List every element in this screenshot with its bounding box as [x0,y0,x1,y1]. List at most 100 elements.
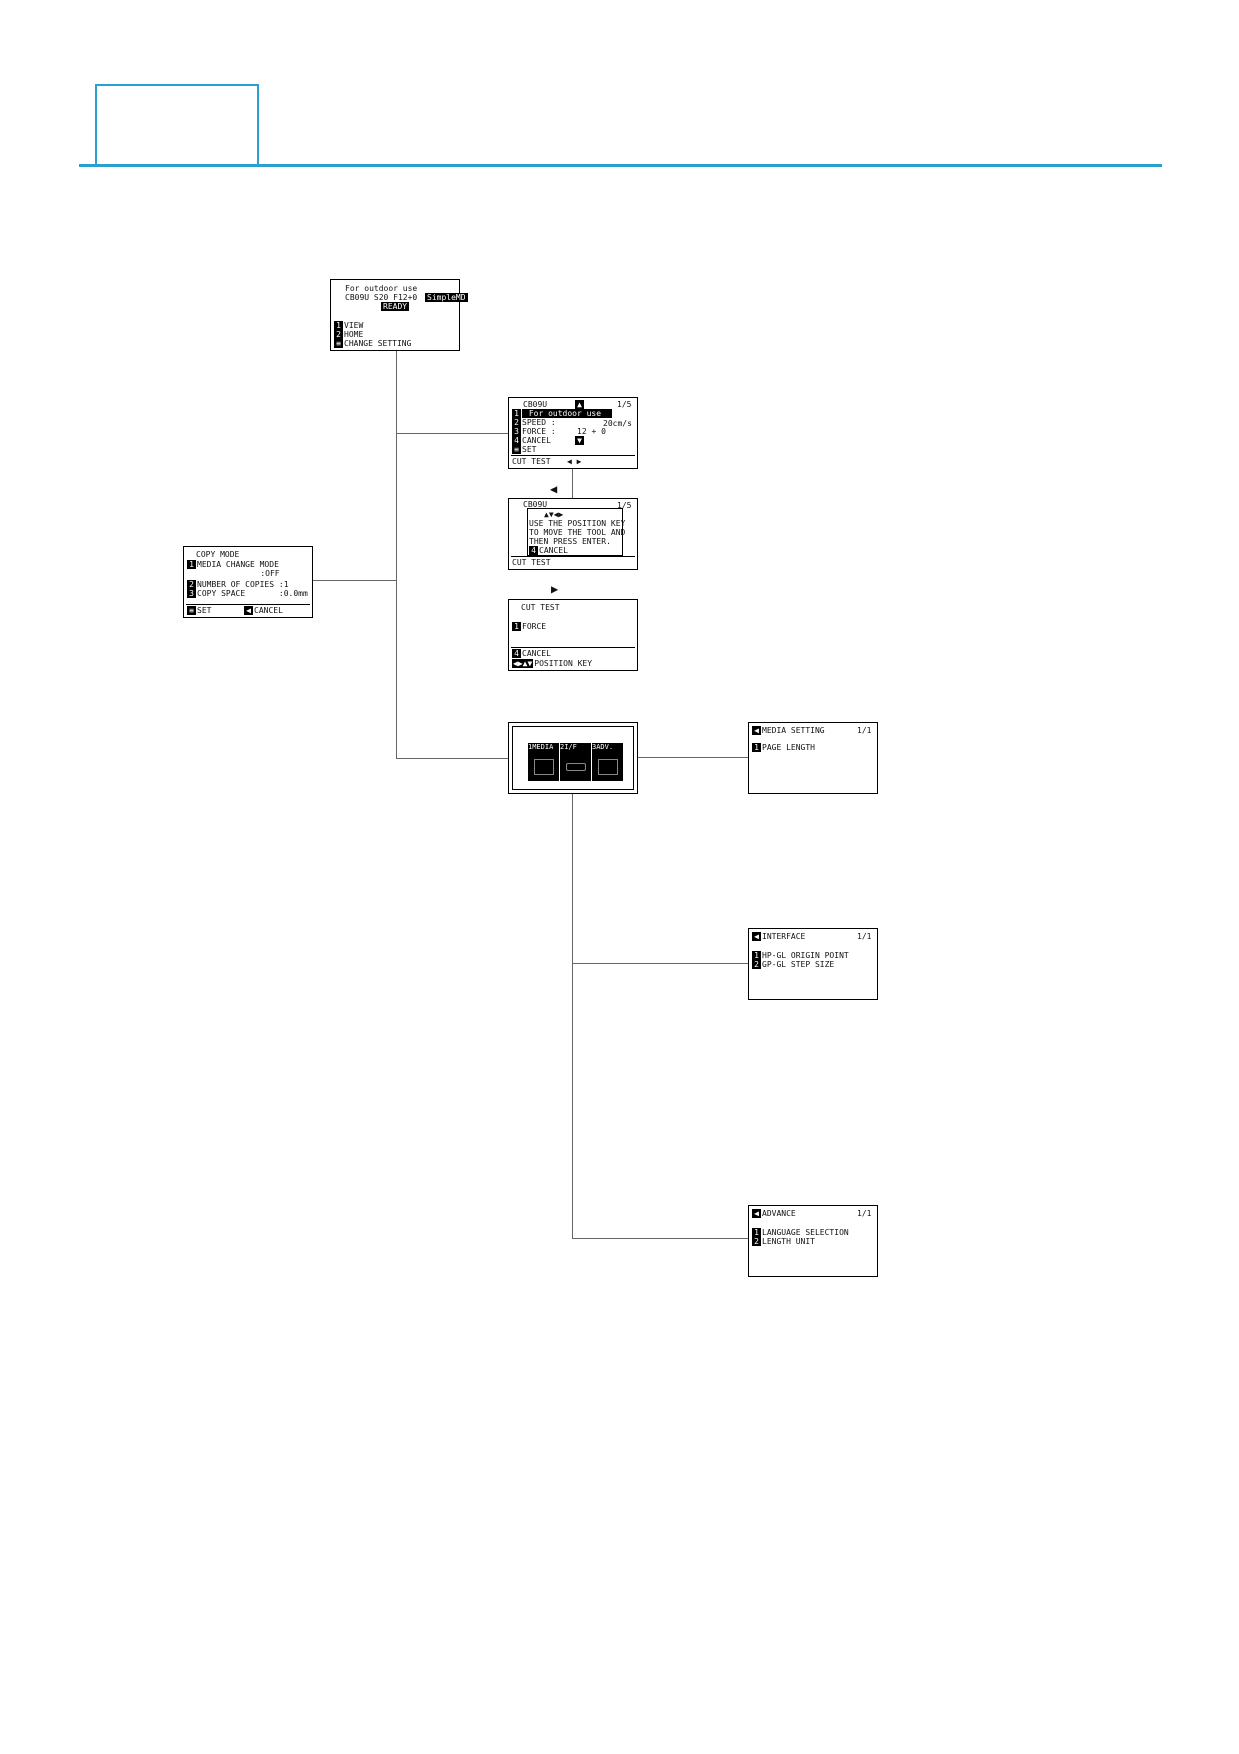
right-arrow-icon: ▶ [551,582,559,596]
copy-row-label: MEDIA CHANGE MODE [197,560,279,569]
tile-advance[interactable]: 3ADV. [592,743,623,781]
back-icon: ◀ [752,726,761,735]
copy-set[interactable]: ≡SET [187,606,211,615]
media-setting-title: MEDIA SETTING [762,726,825,735]
copy-mode-title: COPY MODE [196,550,240,559]
media-setting-page: 1/1 [857,726,872,735]
main-line1: For outdoor use [345,284,418,293]
media-setting-header[interactable]: ◀MEDIA SETTING [752,726,825,735]
interface-title: INTERFACE [762,932,806,941]
header-rule [79,164,1162,167]
popup-cancel-label: CANCEL [539,546,568,555]
wire-menu-trunk [572,792,573,1238]
condition-footer-icons[interactable]: ◀ ▶ [567,457,582,466]
key-1-icon: 1 [512,409,521,418]
condition-selected-label: For outdoor use [522,409,612,418]
item-label: LENGTH UNIT [762,1237,815,1246]
menu-inner-frame [512,726,634,790]
speed-value: 20cm/s [603,419,632,428]
popup-title: CB09U [523,500,548,509]
popup-line-2: TO MOVE THE TOOL AND [529,528,626,537]
condition-footer: CUT TEST [512,457,551,466]
wire-main-trunk [396,351,397,758]
tile-label: I/F [564,743,577,751]
popup-screen: CB09U 1/5 CUT TEST ▲▼◀▶ USE THE POSITION… [508,498,638,570]
condition-down-wrap: ▼ [575,436,585,445]
interface-header[interactable]: ◀INTERFACE [752,932,805,941]
main-item-label: CHANGE SETTING [344,339,412,348]
key-1-icon: 1 [187,560,196,569]
menu-screen: 1MEDIA 2I/F 3ADV. [508,722,638,794]
tile-interface[interactable]: 2I/F [560,743,591,781]
up-arrow-icon[interactable]: ▲ [575,400,584,409]
cut-test-footer[interactable]: ◀▶▲▼POSITION KEY [512,659,592,668]
condition-row-1[interactable]: 1 For outdoor use [512,409,612,418]
key-4-icon: 4 [529,546,538,555]
position-keys-icon: ◀▶▲▼ [512,659,534,668]
tile-label: ADV. [596,743,614,751]
section-tab [95,84,259,166]
menu-key-icon: ≡ [512,445,521,454]
force-value: 12 + 0 [577,427,606,436]
tile-label: MEDIA [532,743,554,751]
main-item-label: VIEW [344,321,364,330]
key-4-icon: 4 [512,649,521,658]
media-change-value: :OFF [217,569,280,578]
mode-badge: SimpleMD [425,293,468,302]
key-1-icon: 1 [752,1228,761,1237]
main-item-change-setting[interactable]: ≡CHANGE SETTING [334,339,411,348]
copy-divider [186,604,310,605]
tile-key: 3 [592,743,597,751]
wire-to-copy-mode [313,580,396,581]
key-2-icon: 2 [187,580,196,589]
condition-page: 1/5 [617,400,632,409]
menu-key-icon: ≡ [187,606,196,615]
back-icon: ◀ [752,932,761,941]
copy-cancel[interactable]: ◀CANCEL [244,606,283,615]
key-3-icon: 3 [512,427,521,436]
copy-row-label: COPY SPACE :0.0mm [197,589,308,598]
left-arrow-icon: ◀ [550,482,558,496]
main-item-label: HOME [344,330,364,339]
down-arrow-icon[interactable]: ▼ [575,436,584,445]
popup-divider [511,556,635,557]
cancel-label: CANCEL [522,436,551,445]
cancel-label: CANCEL [522,649,551,658]
position-key-label: POSITION KEY [534,659,593,668]
tile-media[interactable]: 1MEDIA [528,743,559,781]
condition-row-set[interactable]: ≡SET [512,445,536,454]
main-status-badge-wrap: READY [381,302,410,311]
cut-test-title: CUT TEST [521,603,560,612]
advance-header[interactable]: ◀ADVANCE [752,1209,796,1218]
wire-to-advance [572,1238,748,1239]
status-badge: READY [381,302,410,311]
popup-dialog: ▲▼◀▶ USE THE POSITION KEY TO MOVE THE TO… [527,508,626,556]
tile-key: 1 [528,743,533,751]
main-mode-badge-wrap: SimpleMD [425,293,468,302]
media-icon [534,759,554,775]
key-2-icon: 2 [334,330,343,339]
main-screen: For outdoor use CB09U S20 F12+0 SimpleMD… [330,279,468,351]
copy-row-label: NUMBER OF COPIES :1 [197,580,289,589]
